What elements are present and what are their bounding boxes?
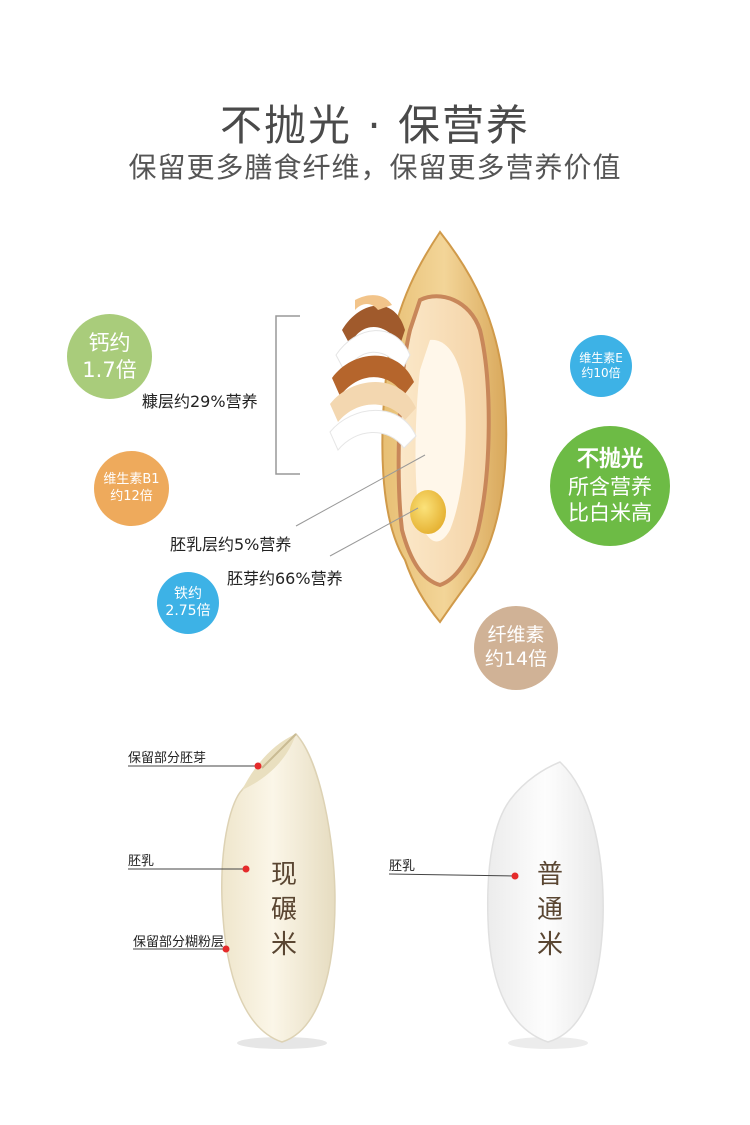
calcium-bubble-line2: 1.7倍 — [82, 357, 137, 382]
regular-endosperm-pointer-dot — [511, 872, 519, 880]
endosperm-layer-label: 胚乳层约5%营养 — [170, 535, 292, 554]
bran-layers — [329, 295, 417, 451]
regular-rice-name-text: 普通米 — [536, 860, 563, 961]
bran-bracket — [275, 315, 300, 475]
regular-endosperm-pointer-line — [388, 873, 516, 877]
vitamin-b1-bubble-line1: 维生素B1 — [103, 472, 160, 488]
vitamin-e-bubble-line2: 约10倍 — [581, 366, 621, 380]
fresh-endosperm-pointer-dot — [242, 865, 250, 873]
iron-bubble: 铁约 2.75倍 — [157, 572, 219, 634]
fiber-bubble-line2: 约14倍 — [484, 648, 548, 670]
regular-rice-grain — [486, 761, 604, 1049]
calcium-bubble-line1: 钙约 — [88, 331, 131, 356]
page-title: 不抛光 · 保营养 — [219, 101, 531, 150]
vitamin-b1-bubble: 维生素B1 约12倍 — [94, 451, 169, 526]
fresh-rice-grain — [221, 733, 336, 1049]
germ-label: 胚芽约66%营养 — [227, 569, 343, 588]
germ-shape — [410, 490, 446, 534]
fresh-rice-name: 现碾米 — [264, 858, 304, 963]
fresh-rice-name-text: 现碾米 — [270, 860, 297, 961]
fresh-aleurone-label: 保留部分糊粉层 — [133, 935, 225, 950]
page-subtitle: 保留更多膳食纤维，保留更多营养价值 — [128, 151, 622, 184]
bran-layer-label: 糠层约29%营养 — [142, 392, 258, 411]
fiber-bubble-line1: 纤维素 — [487, 624, 545, 647]
unpolished-bubble-line3: 比白米高 — [568, 500, 652, 525]
regular-rice-name: 普通米 — [530, 858, 570, 963]
calcium-bubble: 钙约 1.7倍 — [67, 314, 152, 399]
fiber-bubble: 纤维素 约14倍 — [474, 606, 558, 690]
iron-bubble-line1: 铁约 — [174, 585, 202, 602]
vitamin-b1-bubble-line2: 约12倍 — [110, 488, 153, 504]
germ-leader-line — [329, 507, 419, 557]
unpolished-bubble-line1: 不抛光 — [576, 447, 643, 472]
vitamin-e-bubble-line1: 维生素E — [579, 351, 623, 365]
endosperm-leader-line — [295, 454, 426, 527]
germ-pointer-dot — [254, 762, 262, 770]
regular-endosperm-label: 胚乳 — [389, 859, 416, 874]
fresh-germ-label: 保留部分胚芽 — [128, 751, 207, 766]
vitamin-e-bubble: 维生素E 约10倍 — [570, 335, 632, 397]
unpolished-bubble: 不抛光 所含营养 比白米高 — [550, 426, 670, 546]
aleurone-pointer-dot — [222, 945, 230, 953]
fresh-endosperm-label: 胚乳 — [128, 854, 155, 869]
iron-bubble-line2: 2.75倍 — [165, 603, 211, 619]
unpolished-bubble-line2: 所含营养 — [568, 474, 652, 499]
inner-kernel — [396, 294, 491, 588]
